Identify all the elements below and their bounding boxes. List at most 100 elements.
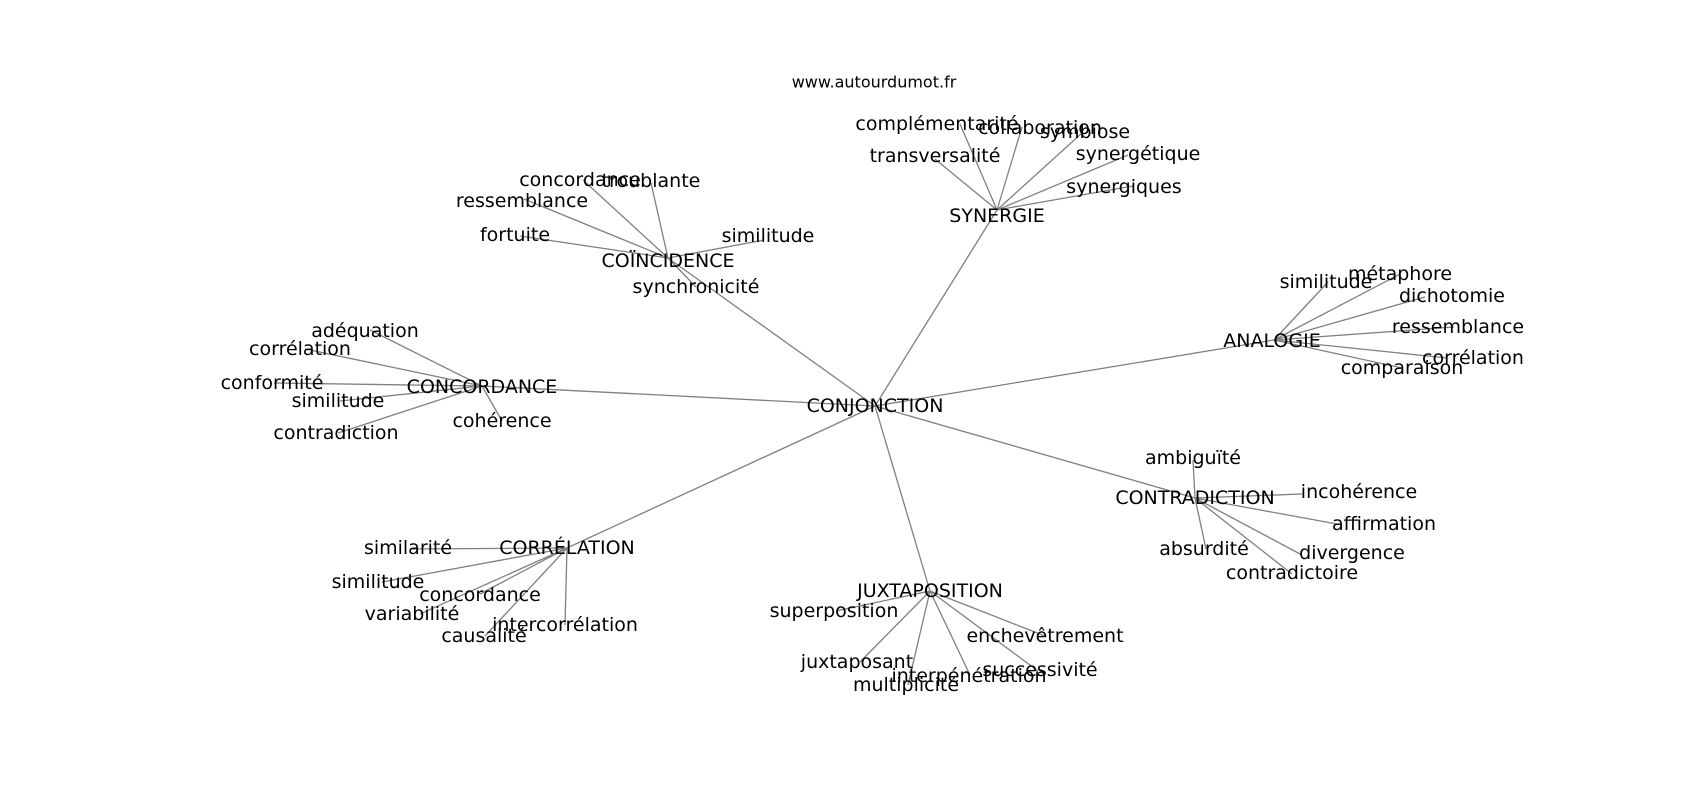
word-analogie-correlation[interactable]: corrélation — [1422, 347, 1524, 369]
edge-synergie-synergiques — [996, 185, 1134, 211]
graph-labels: www.autourdumot.fr CONJONCTION SYNERGIE co… — [221, 73, 1525, 697]
word-analogie-metaphore[interactable]: métaphore — [1348, 263, 1452, 285]
word-coincidence-synchronicite[interactable]: synchronicité — [633, 276, 760, 298]
word-synergie-symbiose[interactable]: symbiose — [1040, 121, 1130, 143]
word-juxtaposition-multiplicite[interactable]: multiplicité — [853, 674, 959, 696]
graph-edges — [273, 123, 1455, 686]
edge-center-contradiction — [874, 405, 1196, 499]
word-synergie-synergetique[interactable]: synergétique — [1076, 143, 1201, 165]
edge-correlation-similitude — [381, 547, 568, 583]
edge-concordance-similitude — [339, 385, 483, 402]
word-coincidence-similitude[interactable]: similitude — [722, 225, 815, 247]
edge-correlation-intercorrelation — [564, 547, 568, 626]
edge-contradiction-contradictoire — [1194, 497, 1293, 575]
edge-contradiction-incoherence — [1194, 493, 1303, 499]
node-contradiction[interactable]: CONTRADICTION — [1115, 487, 1274, 509]
node-correlation[interactable]: CORRÉLATION — [499, 536, 635, 559]
edge-juxtaposition-successivite — [929, 590, 1039, 672]
word-analogie-comparaison[interactable]: comparaison — [1341, 357, 1464, 379]
word-analogie-dichotomie[interactable]: dichotomie — [1399, 285, 1505, 307]
word-contradiction-ambiguite[interactable]: ambiguïté — [1145, 447, 1241, 469]
edge-center-juxtaposition — [874, 405, 931, 592]
word-juxtaposition-superposition[interactable]: superposition — [770, 600, 899, 622]
edge-center-concordance — [481, 385, 876, 407]
edge-analogie-ressemblance — [1273, 326, 1455, 341]
edge-contradiction-affirmation — [1194, 497, 1338, 525]
edge-concordance-contradiction — [337, 385, 483, 434]
word-correlation-concordance[interactable]: concordance — [419, 584, 541, 606]
edge-juxtaposition-superposition — [835, 590, 931, 612]
edge-concordance-conformite — [273, 382, 483, 387]
word-contradiction-affirmation[interactable]: affirmation — [1332, 513, 1436, 535]
edge-coincidence-synchronicite — [667, 257, 697, 288]
node-juxtaposition[interactable]: JUXTAPOSITION — [856, 580, 1003, 602]
edge-concordance-correlation — [304, 348, 483, 387]
edge-correlation-causalite — [484, 547, 568, 637]
edge-coincidence-concordance — [582, 179, 669, 259]
edge-juxtaposition-interpenetration — [929, 590, 971, 676]
edge-synergie-synergetique — [996, 154, 1129, 211]
word-concordance-conformite[interactable]: conformité — [221, 372, 324, 394]
word-synergie-complementarite[interactable]: complémentarité — [855, 113, 1018, 135]
word-concordance-adequation[interactable]: adéquation — [311, 320, 419, 342]
edge-synergie-symbiose — [996, 132, 1083, 211]
edge-contradiction-divergence — [1194, 497, 1303, 556]
edge-analogie-dichotomie — [1273, 296, 1426, 341]
node-concordance[interactable]: CONCORDANCE — [407, 376, 558, 398]
word-coincidence-troublante[interactable]: troublante — [602, 170, 701, 192]
edge-analogie-comparaison — [1273, 339, 1403, 369]
edge-correlation-similarite — [409, 547, 568, 550]
word-coincidence-fortuite[interactable]: fortuite — [480, 224, 550, 246]
word-contradiction-divergence[interactable]: divergence — [1299, 542, 1405, 564]
word-correlation-intercorrelation[interactable]: intercorrélation — [492, 614, 638, 636]
edge-coincidence-similitude — [667, 239, 765, 259]
word-contradiction-contradictoire[interactable]: contradictoire — [1226, 562, 1358, 584]
node-synergie[interactable]: SYNERGIE — [949, 205, 1044, 227]
word-synergie-transversalite[interactable]: transversalité — [870, 145, 1001, 167]
edge-correlation-variabilite — [419, 547, 568, 615]
word-contradiction-incoherence[interactable]: incohérence — [1301, 481, 1417, 503]
edge-concordance-adequation — [369, 329, 483, 387]
word-concordance-contradiction[interactable]: contradiction — [273, 422, 398, 444]
word-coincidence-concordance[interactable]: concordance — [519, 169, 641, 191]
word-correlation-causalite[interactable]: causalité — [441, 625, 526, 647]
word-juxtaposition-successivite[interactable]: successivité — [982, 659, 1097, 681]
word-correlation-similarite[interactable]: similarité — [364, 537, 452, 559]
word-concordance-similitude[interactable]: similitude — [292, 390, 385, 412]
word-correlation-variabilite[interactable]: variabilité — [365, 603, 460, 625]
edge-correlation-concordance — [479, 547, 568, 595]
edge-coincidence-ressemblance — [523, 198, 669, 259]
edge-center-correlation — [566, 405, 876, 549]
word-juxtaposition-juxtaposant[interactable]: juxtaposant — [800, 651, 913, 673]
edge-analogie-correlation — [1273, 339, 1448, 359]
node-analogie[interactable]: ANALOGIE — [1223, 330, 1320, 352]
word-synergie-collaboration[interactable]: collaboration — [978, 117, 1102, 139]
edge-synergie-collaboration — [996, 126, 1023, 211]
word-analogie-ressemblance[interactable]: ressemblance — [1392, 316, 1524, 338]
edge-juxtaposition-enchevetrement — [929, 590, 1046, 637]
node-center[interactable]: CONJONCTION — [807, 395, 944, 417]
edge-juxtaposition-juxtaposant — [859, 590, 931, 663]
word-correlation-similitude[interactable]: similitude — [332, 571, 425, 593]
edge-synergie-complementarite — [959, 123, 998, 211]
site-url: www.autourdumot.fr — [792, 73, 957, 92]
edge-center-coincidence — [667, 257, 876, 407]
word-analogie-similitude[interactable]: similitude — [1280, 271, 1373, 293]
edge-contradiction-absurdite — [1194, 497, 1207, 550]
node-coincidence[interactable]: COÏNCIDENCE — [601, 249, 734, 272]
word-juxtaposition-interpenetration[interactable]: interpénétration — [891, 665, 1046, 687]
word-concordance-coherence[interactable]: cohérence — [452, 410, 551, 432]
word-coincidence-ressemblance[interactable]: ressemblance — [456, 190, 588, 212]
word-juxtaposition-enchevetrement[interactable]: enchevêtrement — [966, 625, 1123, 647]
word-concordance-correlation[interactable]: corrélation — [249, 338, 351, 360]
edge-concordance-coherence — [481, 385, 503, 422]
edge-coincidence-fortuite — [519, 235, 669, 259]
edge-center-analogie — [874, 339, 1275, 407]
edge-analogie-similitude — [1273, 281, 1329, 341]
edge-center-synergie — [874, 209, 998, 407]
word-contradiction-absurdite[interactable]: absurdité — [1159, 538, 1249, 560]
edge-analogie-metaphore — [1273, 273, 1401, 341]
word-synergie-synergiques[interactable]: synergiques — [1066, 176, 1181, 198]
edge-coincidence-troublante — [650, 182, 669, 259]
